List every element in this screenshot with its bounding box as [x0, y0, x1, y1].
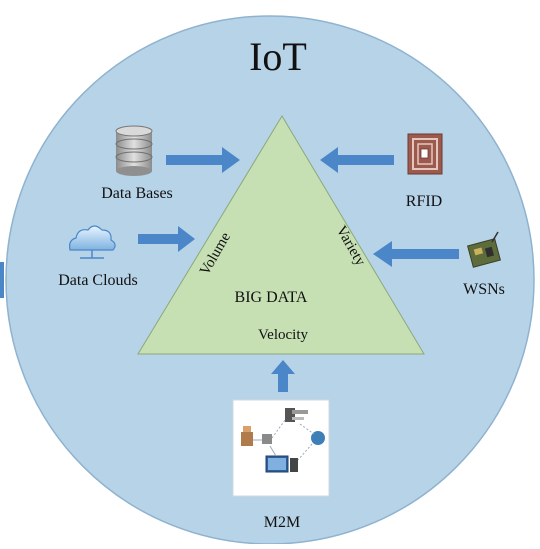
m2m-label: M2M — [264, 514, 300, 531]
iot-title: IoT — [249, 34, 307, 79]
velocity-label: Velocity — [258, 327, 308, 343]
arrow-wsns — [373, 241, 459, 267]
m2m-network-icon — [232, 399, 330, 497]
big-data-triangle — [137, 115, 425, 355]
data-clouds-label: Data Clouds — [58, 272, 138, 289]
arrow-rfid — [320, 147, 394, 173]
arrow-data-clouds — [138, 226, 195, 252]
sensor-node-icon — [467, 231, 501, 268]
database-icon — [115, 125, 153, 176]
rfid-tag-icon — [407, 133, 443, 175]
left-edge-mark — [0, 262, 4, 298]
rfid-label: RFID — [406, 193, 442, 210]
cloud-icon — [69, 225, 116, 259]
arrow-m2m — [271, 360, 295, 392]
arrow-data-bases — [166, 147, 240, 173]
wsns-label: WSNs — [463, 281, 505, 298]
big-data-label: BIG DATA — [235, 289, 308, 306]
data-bases-label: Data Bases — [101, 185, 173, 202]
